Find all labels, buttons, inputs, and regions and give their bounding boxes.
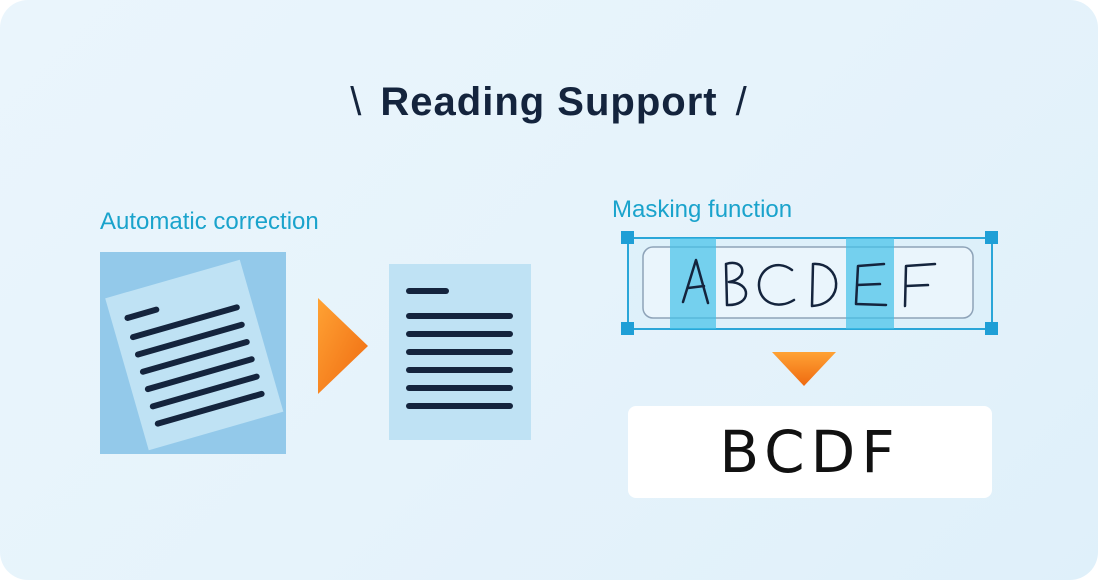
title-text: Reading Support bbox=[380, 80, 718, 124]
handwritten-f-icon bbox=[903, 262, 937, 308]
corrected-document-icon bbox=[389, 264, 531, 440]
handwritten-d-icon bbox=[810, 262, 838, 308]
handwritten-a-icon bbox=[681, 258, 710, 305]
masking-result-box: BCDF bbox=[628, 406, 992, 498]
handwritten-b-icon bbox=[724, 261, 748, 307]
skewed-document-icon bbox=[100, 252, 286, 454]
mask-band-a bbox=[670, 238, 716, 329]
title-left-mark: \ bbox=[350, 80, 363, 124]
selection-handle-bottom-right[interactable] bbox=[985, 322, 998, 335]
masking-field bbox=[621, 231, 998, 335]
selection-handle-top-right[interactable] bbox=[985, 231, 998, 244]
selection-handle-bottom-left[interactable] bbox=[621, 322, 634, 335]
masking-function-label: Masking function bbox=[612, 196, 793, 223]
handwritten-c-icon bbox=[757, 263, 796, 306]
title-right-mark: / bbox=[735, 80, 748, 124]
masking-result-text: BCDF bbox=[719, 418, 901, 486]
automatic-correction-label: Automatic correction bbox=[100, 208, 319, 235]
page-title: \ Reading Support / bbox=[0, 80, 1098, 125]
arrow-right-icon bbox=[318, 298, 368, 394]
selection-handle-top-left[interactable] bbox=[621, 231, 634, 244]
handwritten-e-icon bbox=[854, 262, 888, 307]
arrow-down-icon bbox=[772, 352, 836, 386]
